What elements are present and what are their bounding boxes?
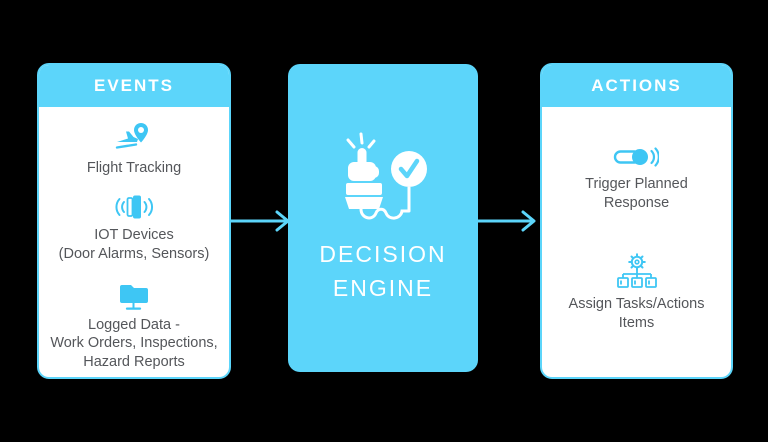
trigger-response-icon: [613, 145, 660, 169]
actions-panel-body: Trigger Planned Response: [542, 107, 731, 332]
list-item-label: Flight Tracking: [86, 160, 182, 176]
arrow-decision-to-actions: [476, 206, 538, 241]
list-item: Flight Tracking: [87, 121, 181, 178]
assign-tasks-icon: [616, 252, 657, 289]
list-item: Assign Tasks/Actions Items: [568, 252, 705, 333]
list-item-label: Logged Data - Work Orders, Inspections, …: [50, 316, 218, 371]
list-item-label: Trigger Planned Response: [585, 176, 688, 211]
decision-engine-title: DECISION ENGINE: [319, 240, 447, 302]
events-panel: EVENTS Flight Tracking: [37, 63, 231, 379]
iot-devices-icon: [114, 194, 154, 220]
arrow-events-to-decision: [230, 206, 292, 241]
list-item: IOT Devices (Door Alarms, Sensors): [58, 194, 210, 264]
list-item: Trigger Planned Response: [585, 145, 688, 213]
actions-panel: ACTIONS Trigger Planned Response: [540, 63, 733, 379]
actions-panel-header: ACTIONS: [542, 65, 731, 107]
decision-engine-panel: DECISION ENGINE: [288, 64, 478, 372]
actions-panel-title: ACTIONS: [591, 76, 682, 95]
logged-data-icon: [117, 280, 151, 310]
events-panel-title: EVENTS: [93, 76, 175, 95]
list-item-label: IOT Devices (Door Alarms, Sensors): [58, 226, 210, 262]
decision-engine-icon: [335, 131, 431, 221]
list-item: Logged Data - Work Orders, Inspections, …: [50, 280, 218, 373]
events-panel-header: EVENTS: [39, 65, 229, 107]
events-panel-body: Flight Tracking IOT Devices (Door Alarms…: [39, 107, 229, 372]
list-item-label: Assign Tasks/Actions Items: [568, 295, 705, 331]
flight-tracking-icon: [114, 121, 154, 153]
